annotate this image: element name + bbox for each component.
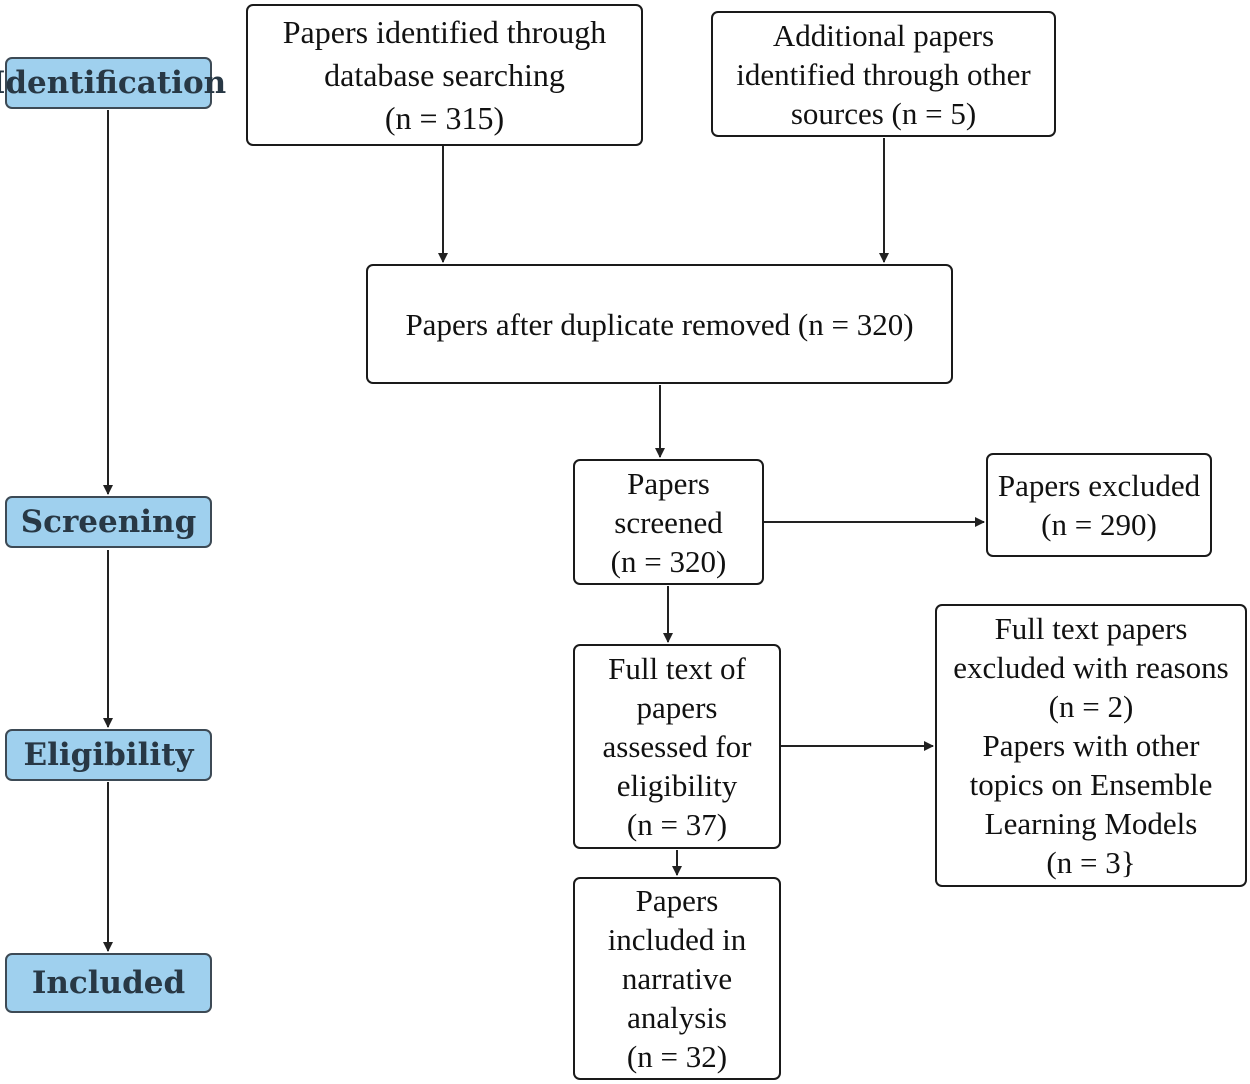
stage-eligibility: Eligibility: [5, 729, 212, 781]
box-text-line: Full text papers: [994, 611, 1188, 646]
box-text-line: sources (n = 5): [790, 95, 977, 131]
box-duplicates-removed: Papers after duplicate removed (n = 320): [366, 264, 953, 384]
box-text-line: topics on Ensemble: [969, 767, 1213, 802]
box-text-line: (n = 32): [626, 1039, 728, 1074]
box-text-line: eligibility: [616, 768, 738, 803]
box-text-line: Full text of: [608, 651, 746, 686]
stage-screening: Screening: [5, 496, 212, 548]
box-text-line: excluded with reasons: [953, 650, 1229, 685]
box-text-line: (n = 2): [1048, 689, 1134, 724]
box-text-line: narrative: [621, 961, 733, 996]
box-full-text-assessed: Full text of papers assessed for eligibilit…: [573, 644, 781, 849]
box-excluded: Papers excluded (n = 290): [986, 453, 1212, 557]
box-text-line: papers: [636, 690, 718, 725]
box-text-line: (n = 320): [610, 543, 727, 579]
box-text-line: (n = 3}: [1046, 845, 1136, 880]
box-text-line: (n = 37): [626, 807, 728, 842]
box-text-line: (n = 315): [384, 99, 505, 136]
box-text-line: analysis: [627, 1000, 727, 1035]
stage-included: Included: [5, 953, 212, 1013]
box-text-line: Papers with other: [982, 728, 1200, 763]
box-text-line: included in: [607, 922, 747, 957]
box-full-text-excluded: Full text papers excluded with reasons (n …: [935, 604, 1247, 887]
box-text-line: database searching: [324, 56, 565, 93]
stage-identification: Identification: [0, 57, 226, 109]
box-database-search: Papers identified through database search…: [246, 4, 643, 146]
box-text-line: identified through other: [736, 56, 1031, 92]
box-text-line: Learning Models: [984, 806, 1198, 841]
box-text-line: Papers: [635, 883, 719, 918]
box-text-line: (n = 290): [1041, 507, 1157, 542]
box-included-narrative: Papers included in narrative analysis (n = 3…: [573, 877, 781, 1080]
box-text-line: Additional papers: [772, 17, 995, 53]
box-text-line: screened: [614, 504, 723, 540]
box-text-line: Papers excluded: [997, 468, 1201, 503]
box-text-line: Papers: [627, 465, 710, 501]
box-text-line: Papers after duplicate removed (n = 320): [405, 306, 914, 342]
box-text-line: Papers identified through: [282, 13, 607, 50]
box-text-line: assessed for: [602, 729, 752, 764]
